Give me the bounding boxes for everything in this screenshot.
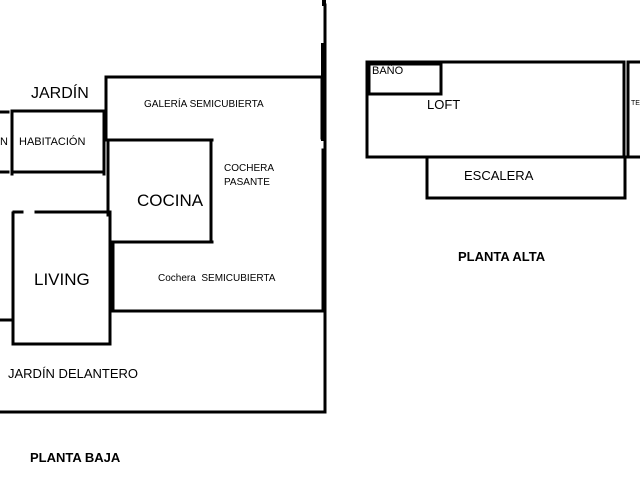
- room-label-left-fragment: N: [0, 136, 8, 148]
- room-label-escalera: ESCALERA: [464, 168, 534, 183]
- room-label-right-fragment: TE: [631, 100, 640, 107]
- pb-wall-top-tick: [322, 0, 326, 6]
- room-label-cocina: COCINA: [137, 191, 204, 210]
- pa-right-room: [626, 60, 640, 159]
- room-label-loft: LOFT: [427, 97, 461, 112]
- room-label-living: LIVING: [34, 270, 90, 289]
- room-label-galeria: GALERÍA SEMICUBIERTA: [144, 99, 264, 110]
- pa-bano-room: [367, 62, 443, 96]
- pa-loft-room: [365, 60, 626, 159]
- pa-escalera-room: [425, 155, 627, 200]
- room-label-jardin-delantero: JARDÍN DELANTERO: [8, 366, 139, 381]
- room-label-bano: BAÑO: [372, 65, 404, 77]
- room-label-habitacion: HABITACIÓN: [19, 136, 86, 148]
- room-label-cochera-semicubierta: Cochera SEMICUBIERTA: [158, 273, 276, 284]
- room-label-jardin: JARDÍN: [31, 85, 89, 102]
- pb-wall-right-thick: [321, 43, 326, 141]
- room-label-cochera-pasante-1: COCHERA: [224, 163, 275, 174]
- plan-title-planta-baja: PLANTA BAJA: [30, 450, 121, 465]
- room-label-cochera-pasante-2: PASANTE: [224, 177, 270, 188]
- plan-title-planta-alta: PLANTA ALTA: [458, 249, 546, 264]
